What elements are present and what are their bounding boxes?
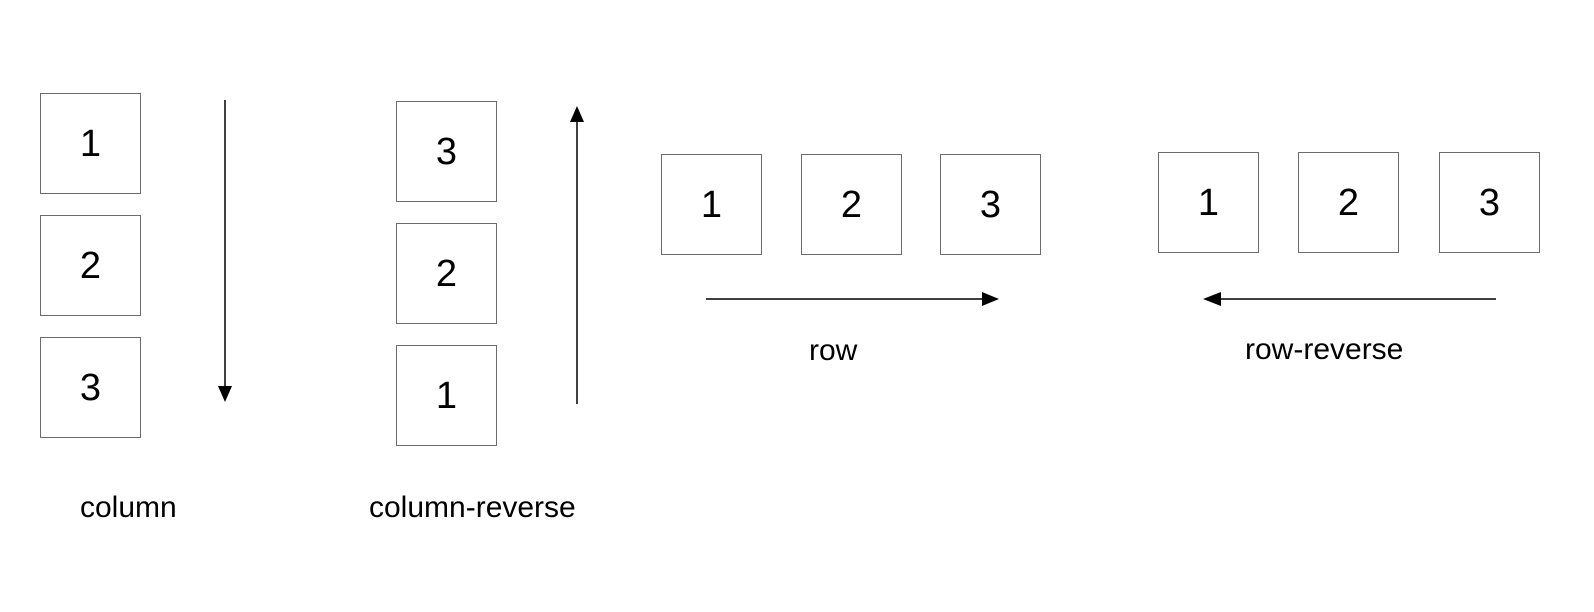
row-label: row	[809, 334, 858, 367]
box-number: 2	[79, 244, 102, 287]
column-reverse-box: 2	[396, 223, 497, 324]
column-box: 2	[40, 215, 141, 316]
row-reverse-box: 2	[1298, 152, 1399, 253]
box-number: 3	[435, 130, 458, 173]
box-number: 2	[435, 252, 458, 295]
column-box: 1	[40, 93, 141, 194]
box-number: 2	[840, 183, 863, 226]
row-box: 1	[661, 154, 762, 255]
column-reverse-arrow-up-icon	[570, 106, 584, 404]
column-box: 3	[40, 337, 141, 438]
row-reverse-box: 1	[1158, 152, 1259, 253]
box-number: 1	[79, 122, 102, 165]
box-number: 3	[979, 183, 1002, 226]
row-box: 3	[940, 154, 1041, 255]
row-arrow-right-icon	[706, 292, 999, 306]
row-reverse-label: row-reverse	[1245, 333, 1404, 366]
box-number: 3	[79, 366, 102, 409]
column-arrow-down-icon	[218, 100, 232, 402]
box-number: 3	[1478, 181, 1501, 224]
box-number: 1	[1197, 181, 1220, 224]
row-box: 2	[801, 154, 902, 255]
row-reverse-box: 3	[1439, 152, 1540, 253]
column-reverse-box: 1	[396, 345, 497, 446]
column-reverse-label: column-reverse	[369, 491, 576, 524]
row-reverse-arrow-left-icon	[1203, 292, 1496, 306]
column-label: column	[80, 491, 177, 524]
column-reverse-box: 3	[396, 101, 497, 202]
box-number: 1	[700, 183, 723, 226]
box-number: 2	[1337, 181, 1360, 224]
box-number: 1	[435, 374, 458, 417]
